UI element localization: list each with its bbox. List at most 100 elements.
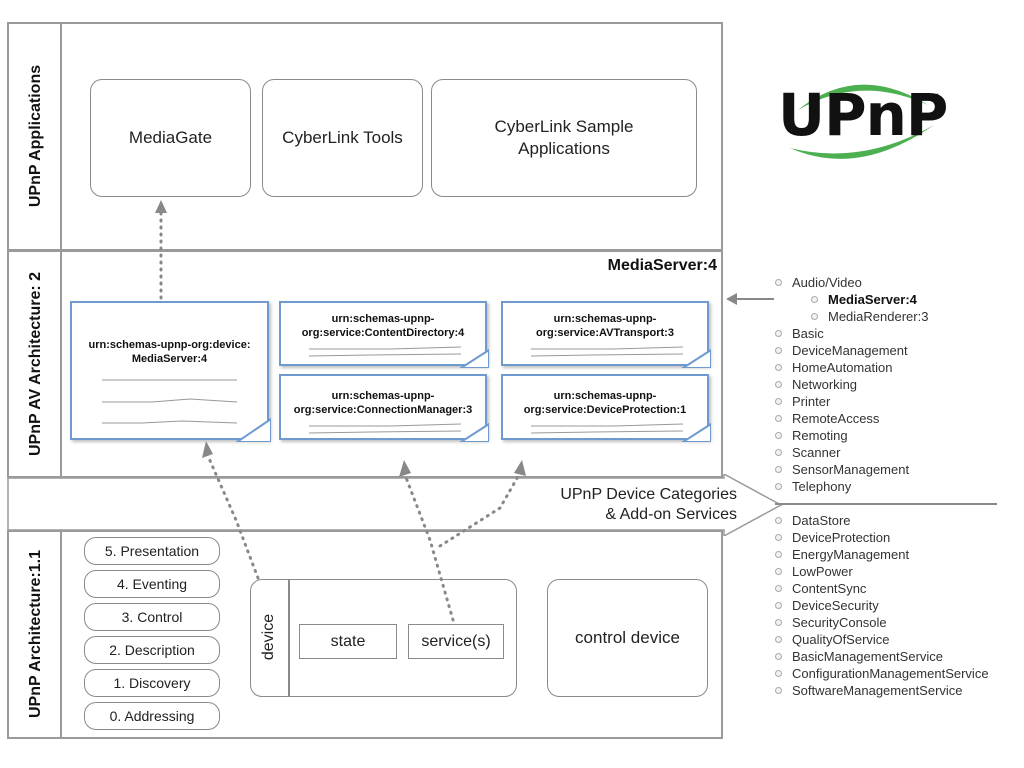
document-content-directory[interactable]: urn:schemas-upnp- org:service:ContentDir… — [279, 301, 489, 368]
bullet-icon — [775, 398, 782, 406]
addon-service-item[interactable]: QualityOfService — [775, 631, 890, 648]
category-item[interactable]: Telephony — [775, 478, 851, 495]
mediaserver-pointer-arrow-icon — [726, 293, 774, 305]
app-label: MediaGate — [128, 128, 213, 147]
layer-label: 1. Discovery — [113, 675, 191, 691]
control-device-box[interactable]: control device — [547, 579, 708, 697]
document-title: urn:schemas-upnp-org:device: MediaServer… — [88, 339, 251, 365]
document-title: urn:schemas-upnp- org:service:ContentDir… — [301, 313, 465, 339]
addon-service-label: SoftwareManagementService — [792, 683, 963, 698]
bullet-icon — [775, 279, 782, 287]
bullet-icon — [775, 364, 782, 372]
addon-service-item[interactable]: DeviceProtection — [775, 529, 890, 546]
category-item[interactable]: DeviceManagement — [775, 342, 908, 359]
bullet-icon — [775, 432, 782, 440]
layer-label: 0. Addressing — [109, 708, 195, 724]
protocol-layer-presentation[interactable]: 5. Presentation — [84, 537, 220, 565]
layer-label: 5. Presentation — [104, 543, 200, 559]
document-connection-manager[interactable]: urn:schemas-upnp- org:service:Connection… — [279, 374, 489, 442]
category-label: Scanner — [792, 445, 841, 460]
upnp-logo: UPnP TM — [778, 70, 948, 165]
category-item[interactable]: Basic — [775, 325, 824, 342]
state-box[interactable]: state — [299, 624, 397, 659]
bullet-icon — [775, 534, 782, 542]
category-mediaserver[interactable]: MediaServer:4 — [811, 291, 917, 308]
upnp-logo-swoosh-icon — [790, 84, 934, 159]
bullet-icon — [775, 670, 782, 678]
app-mediagate[interactable]: MediaGate — [90, 79, 251, 197]
category-label: Printer — [792, 394, 831, 409]
document-lines-icon — [530, 346, 711, 368]
protocol-layer-addressing[interactable]: 0. Addressing — [84, 702, 220, 730]
addon-service-item[interactable]: EnergyManagement — [775, 546, 909, 563]
document-device-protection[interactable]: urn:schemas-upnp- org:service:DeviceProt… — [501, 374, 711, 442]
app-label: CyberLink Sample Applications — [494, 117, 634, 158]
upnp-label-column — [7, 530, 62, 739]
bullet-icon — [775, 568, 782, 576]
category-item[interactable]: Printer — [775, 393, 830, 410]
category-item[interactable]: RemoteAccess — [775, 410, 879, 427]
protocol-layer-discovery[interactable]: 1. Discovery — [84, 669, 220, 697]
document-device-mediaserver[interactable]: urn:schemas-upnp-org:device: MediaServer… — [70, 301, 271, 442]
addon-service-item[interactable]: LowPower — [775, 563, 853, 580]
document-lines-icon — [308, 422, 489, 442]
device-divider — [288, 580, 290, 696]
addon-service-item[interactable]: ConfigurationManagementService — [775, 665, 989, 682]
upnp-logo-text: UPnP — [778, 81, 948, 149]
services-box[interactable]: service(s) — [408, 624, 504, 659]
protocol-layer-eventing[interactable]: 4. Eventing — [84, 570, 220, 598]
addon-service-item[interactable]: ContentSync — [775, 580, 866, 597]
banner-label: UPnP Device Categories & Add-on Services — [480, 485, 737, 525]
layer-label: 4. Eventing — [116, 576, 188, 592]
bullet-icon — [775, 551, 782, 559]
banner-line-2: & Add-on Services — [605, 506, 737, 523]
category-item[interactable]: Scanner — [775, 444, 840, 461]
bullet-icon — [775, 602, 782, 610]
addon-service-label: BasicManagementService — [792, 649, 944, 664]
addon-service-item[interactable]: SoftwareManagementService — [775, 682, 963, 699]
category-label: DeviceManagement — [792, 343, 908, 358]
category-item[interactable]: Remoting — [775, 427, 848, 444]
bullet-icon — [811, 313, 818, 321]
av-label-column — [7, 250, 62, 478]
category-label: SensorManagement — [792, 462, 910, 477]
categories-divider — [775, 503, 997, 505]
mediaserver-title: MediaServer:4 — [607, 257, 717, 274]
upnp-logo-trademark: TM — [930, 94, 939, 100]
bullet-icon — [811, 296, 818, 304]
category-label: RemoteAccess — [792, 411, 880, 426]
bullet-icon — [775, 449, 782, 457]
category-item[interactable]: HomeAutomation — [775, 359, 892, 376]
document-title: urn:schemas-upnp- org:service:DeviceProt… — [523, 390, 687, 416]
app-cyberlink-tools[interactable]: CyberLink Tools — [262, 79, 423, 197]
category-label: Audio/Video — [792, 275, 862, 290]
control-device-label: control device — [575, 628, 680, 647]
protocol-layer-control[interactable]: 3. Control — [84, 603, 220, 631]
device-label: device — [260, 613, 277, 661]
addon-service-item[interactable]: DataStore — [775, 512, 851, 529]
category-label: Telephony — [792, 479, 852, 494]
upnp-architecture-layer-label: UPnP Architecture:1.1 — [27, 549, 44, 719]
addon-service-item[interactable]: SecurityConsole — [775, 614, 887, 631]
addon-service-label: QualityOfService — [792, 632, 890, 647]
category-label: MediaServer:4 — [828, 292, 917, 307]
addon-service-label: ContentSync — [792, 581, 867, 596]
category-audio-video[interactable]: Audio/Video — [775, 274, 862, 291]
category-mediarenderer[interactable]: MediaRenderer:3 — [811, 308, 928, 325]
addon-service-item[interactable]: BasicManagementService — [775, 648, 943, 665]
category-label: HomeAutomation — [792, 360, 893, 375]
app-cyberlink-sample-applications[interactable]: CyberLink Sample Applications — [431, 79, 697, 197]
protocol-layer-description[interactable]: 2. Description — [84, 636, 220, 664]
document-lines-icon — [530, 422, 711, 442]
bullet-icon — [775, 330, 782, 338]
category-item[interactable]: SensorManagement — [775, 461, 909, 478]
app-label: CyberLink Tools — [282, 128, 403, 147]
av-architecture-layer-label: UPnP AV Architecture: 2 — [27, 271, 44, 457]
document-av-transport[interactable]: urn:schemas-upnp- org:service:AVTranspor… — [501, 301, 711, 368]
addon-service-item[interactable]: DeviceSecurity — [775, 597, 879, 614]
applications-layer-label: UPnP Applications — [27, 64, 44, 208]
bullet-icon — [775, 415, 782, 423]
addon-service-label: DeviceProtection — [792, 530, 891, 545]
category-item[interactable]: Networking — [775, 376, 857, 393]
bullet-icon — [775, 636, 782, 644]
